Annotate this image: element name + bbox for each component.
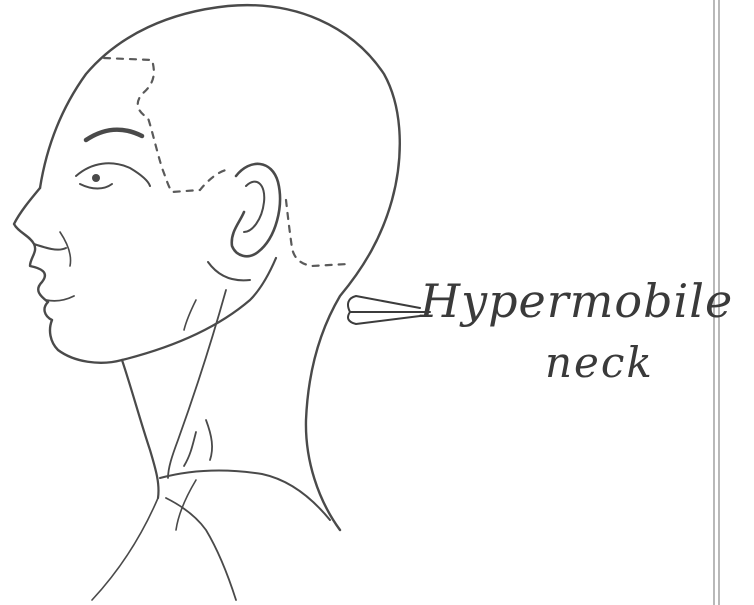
occiput-line: [208, 262, 250, 280]
neck-muscle-3: [184, 420, 212, 466]
face-profile: [14, 188, 122, 363]
mouth: [46, 296, 74, 301]
eyebrow: [86, 130, 142, 140]
throat-line: [122, 360, 159, 498]
annotation-neck: neck: [545, 338, 654, 387]
shoulder-line: [166, 498, 236, 600]
jaw-line: [122, 258, 276, 360]
incision-dashed-line-rear: [286, 200, 348, 266]
neck-muscle-2: [184, 300, 196, 330]
pupil: [92, 174, 100, 182]
annotation-arrow: [348, 296, 430, 324]
neck-muscle-1: [168, 290, 226, 478]
skull-outline: [40, 5, 400, 530]
eye-lower: [80, 184, 112, 189]
ear-inner: [244, 182, 264, 232]
nostril: [34, 244, 66, 250]
chest-line-1: [92, 498, 158, 600]
annotation-hypermobile: Hypermobile: [420, 274, 733, 328]
ear-outline: [232, 164, 280, 256]
collarbone: [160, 471, 330, 520]
incision-dashed-line: [104, 58, 226, 192]
eye-upper: [76, 163, 150, 186]
